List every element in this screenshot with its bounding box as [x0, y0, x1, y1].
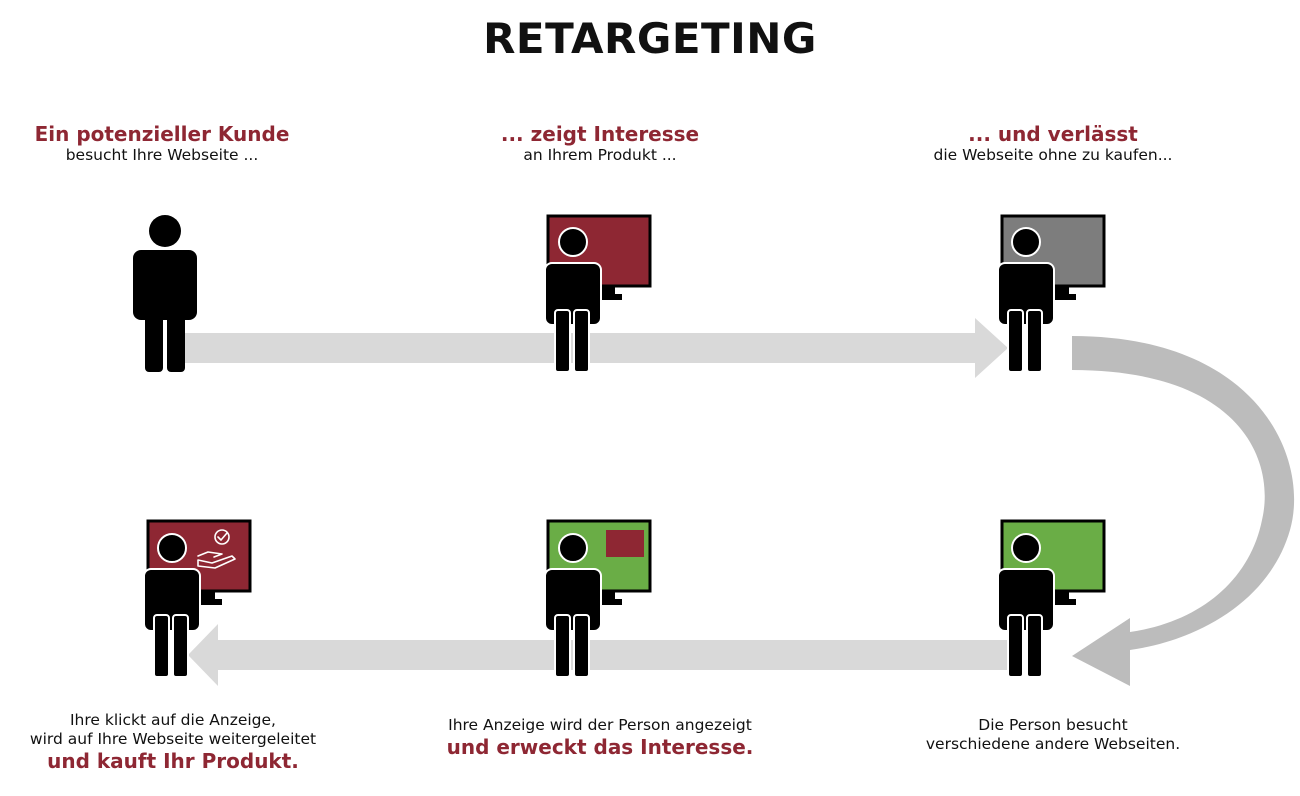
caption-step2: ... zeigt Interesse an Ihrem Produkt ...: [430, 122, 770, 165]
person-figure-step6: [143, 533, 201, 678]
caption-step3-text: die Webseite ohne zu kaufen...: [933, 146, 1173, 165]
caption-step1-highlight: Ein potenzieller Kunde: [34, 122, 290, 146]
person-figure-step3: [997, 227, 1055, 373]
caption-step6: Ihre klickt auf die Anzeige, wird auf Ih…: [0, 711, 363, 773]
caption-step1-text: besucht Ihre Webseite ...: [65, 146, 259, 165]
person-figure-step5: [544, 533, 602, 678]
person-figure-step1: [133, 215, 197, 372]
caption-step2-highlight: ... zeigt Interesse: [500, 122, 700, 146]
caption-step3-highlight: ... und verlässt: [968, 122, 1138, 146]
caption-step5: Ihre Anzeige wird der Person angezeigt u…: [410, 716, 790, 759]
caption-step6-line1: Ihre klickt auf die Anzeige,: [69, 711, 276, 729]
caption-step4: Die Person besucht verschiedene andere W…: [863, 716, 1243, 754]
caption-step6-line2: wird auf Ihre Webseite weitergeleitet: [29, 729, 317, 748]
arrow-curve-down: [1072, 336, 1295, 686]
arrow-top-right: [180, 318, 1008, 378]
caption-step5-highlight: und erweckt das Interesse.: [446, 734, 754, 759]
diagram-title: RETARGETING: [483, 14, 817, 63]
caption-step4-line1: Die Person besucht: [978, 716, 1128, 734]
caption-step4-line2: verschiedene andere Webseiten.: [925, 734, 1181, 753]
caption-step2-text: an Ihrem Produkt ...: [523, 146, 677, 165]
caption-step6-highlight: und kauft Ihr Produkt.: [47, 748, 299, 773]
ad-banner: [606, 530, 644, 557]
person-figure-step2: [544, 227, 602, 373]
arrow-bottom-left: [188, 624, 1010, 686]
purchase-hand-icon: [197, 529, 236, 569]
person-figure-step4: [997, 533, 1055, 678]
caption-step1: Ein potenzieller Kunde besucht Ihre Webs…: [0, 122, 332, 165]
caption-step5-text: Ihre Anzeige wird der Person angezeigt: [448, 716, 752, 734]
caption-step3: ... und verlässt die Webseite ohne zu ka…: [883, 122, 1223, 165]
